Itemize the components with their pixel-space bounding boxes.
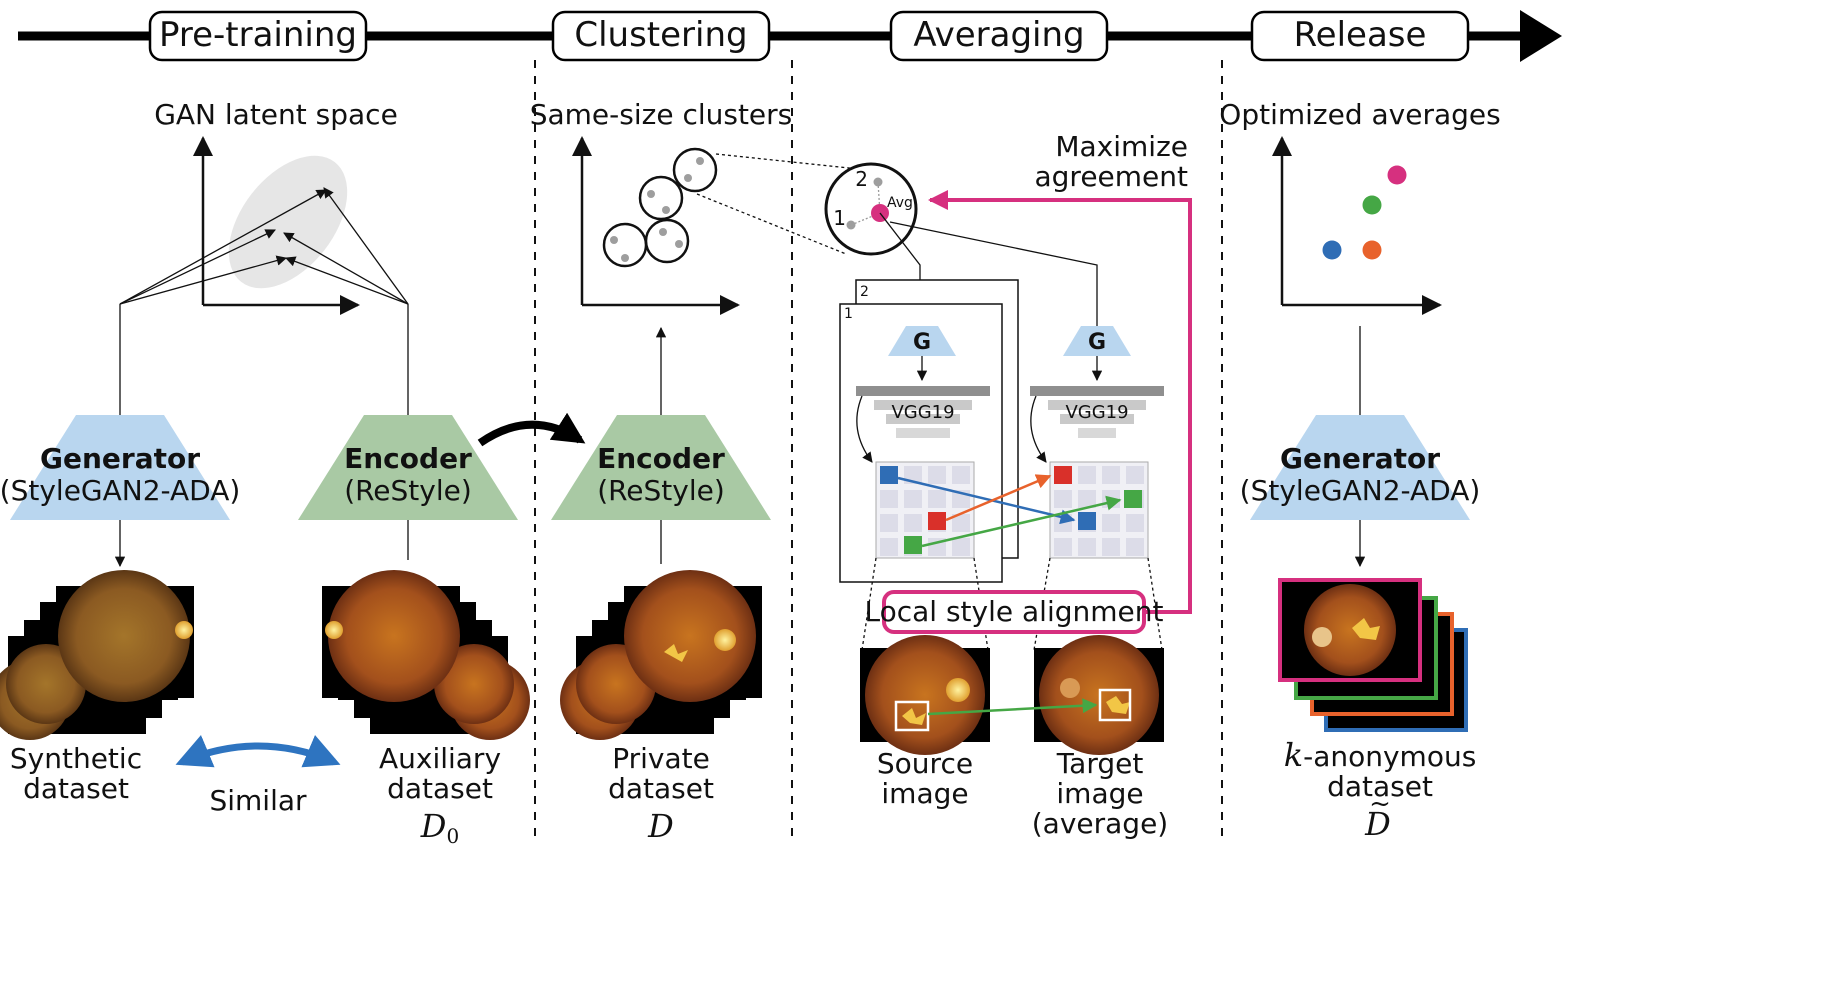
- auxiliary-symbol: D0: [420, 807, 459, 848]
- private-label-line2: dataset: [608, 772, 714, 805]
- stage-label: Averaging: [913, 15, 1084, 55]
- synthetic-label-line1: Synthetic: [10, 742, 142, 775]
- average-point-orange: [1362, 240, 1382, 260]
- stage-label: Release: [1294, 15, 1427, 55]
- stage-label: Pre-training: [159, 15, 357, 55]
- encoder-sublabel: (ReStyle): [597, 474, 725, 507]
- patch-match-arrow: [927, 698, 1098, 716]
- maximize-label-line1: Maximize: [1055, 130, 1188, 163]
- generator-label: Generator: [1280, 442, 1440, 475]
- g-label: G: [1088, 330, 1106, 355]
- panel-label: 2: [860, 284, 869, 300]
- encoder-label: Encoder: [597, 442, 725, 475]
- private-label-line1: Private: [612, 742, 710, 775]
- source-feature-grid: [875, 461, 975, 559]
- target-vgg: VGG19: [1030, 386, 1164, 438]
- auxiliary-label-line2: dataset: [387, 772, 493, 805]
- similar-arrow: [175, 735, 341, 768]
- target-image: [1034, 635, 1164, 755]
- stage-averaging: Averaging: [889, 10, 1109, 62]
- pretraining-section: GAN latent space Generator (StyleGAN2-AD…: [0, 98, 586, 848]
- target-generator: G: [1063, 326, 1131, 356]
- zoom-line: [696, 193, 847, 255]
- vgg-label: VGG19: [891, 402, 954, 423]
- stage-label: Clustering: [574, 15, 747, 55]
- style-match-arrow: [945, 474, 1052, 522]
- private-symbol: D: [647, 807, 674, 845]
- private-encoder-block: Encoder (ReStyle): [551, 415, 771, 520]
- avg-label: Avg: [887, 195, 913, 211]
- point-label: 2: [855, 167, 868, 191]
- encoder-sublabel: (ReStyle): [344, 474, 472, 507]
- feedback-arrow: [928, 190, 1192, 614]
- target-label-line3: (average): [1032, 807, 1168, 840]
- auxiliary-image-stack: [322, 570, 530, 740]
- release-generator-block: Generator (StyleGAN2-ADA): [1240, 415, 1481, 520]
- release-section: Optimized averages Generator (StyleGAN2-…: [1219, 98, 1500, 843]
- encoder-transfer-arrow: [477, 412, 586, 447]
- source-generator: G: [888, 326, 956, 356]
- private-image-stack: [560, 570, 762, 740]
- release-symbol: D: [1364, 805, 1391, 843]
- average-point-green: [1362, 195, 1382, 215]
- maximize-label-line2: agreement: [1034, 160, 1188, 193]
- encoder-block: Encoder (ReStyle): [298, 415, 518, 520]
- target-label-line1: Target: [1056, 747, 1144, 780]
- cluster-point-2: [873, 177, 883, 187]
- target-label-line2: image: [1056, 777, 1143, 810]
- synthetic-image-stack: [0, 570, 194, 740]
- cluster-points: [610, 157, 704, 262]
- target-feature-grid: [1049, 461, 1149, 559]
- cluster-point-1: [846, 220, 856, 230]
- optimized-averages-title: Optimized averages: [1219, 98, 1500, 131]
- style-match-arrow: [897, 476, 1076, 525]
- generator-label: Generator: [40, 442, 200, 475]
- average-point-blue: [1322, 240, 1342, 260]
- zoom-line: [715, 153, 869, 171]
- stage-clustering: Clustering: [551, 10, 771, 62]
- source-label-line2: image: [881, 777, 968, 810]
- cluster-circles: [602, 147, 718, 268]
- generator-block: Generator (StyleGAN2-ADA): [0, 415, 240, 520]
- stage-pretraining: Pre-training: [148, 10, 368, 62]
- average-point-magenta: [1387, 165, 1407, 185]
- vgg-label: VGG19: [1065, 402, 1128, 423]
- k-anonymous-label-line2: dataset: [1327, 770, 1433, 803]
- k-anonymous-stack: [1278, 578, 1468, 732]
- timeline: Pre-training Clustering Averaging Releas…: [18, 10, 1562, 62]
- point-label: 1: [833, 206, 846, 230]
- style-match-arrow: [921, 495, 1122, 548]
- generator-sublabel: (StyleGAN2-ADA): [1240, 474, 1481, 507]
- local-style-alignment: Local style alignment: [865, 590, 1164, 634]
- source-vgg: VGG19: [856, 386, 990, 438]
- latent-distribution: [228, 155, 348, 289]
- encoder-label: Encoder: [344, 442, 472, 475]
- auxiliary-label-line1: Auxiliary: [379, 742, 501, 775]
- panel-label: 1: [844, 306, 853, 322]
- source-image: [860, 635, 990, 755]
- stage-release: Release: [1250, 10, 1470, 62]
- latent-space-title: GAN latent space: [154, 98, 398, 131]
- averaging-section: 2 1 Avg Maximize agreement 2 1 G VGG19: [696, 130, 1192, 840]
- g-label: G: [913, 330, 931, 355]
- release-symbol-accent: ~: [1369, 789, 1391, 819]
- generator-sublabel: (StyleGAN2-ADA): [0, 474, 240, 507]
- local-style-label: Local style alignment: [865, 595, 1164, 628]
- avg-to-target-g: [889, 221, 1098, 330]
- synthetic-label-line2: dataset: [23, 772, 129, 805]
- clusters-title: Same-size clusters: [530, 98, 793, 131]
- k-anonymous-label-line1: k-anonymous: [1284, 736, 1477, 774]
- clustering-section: Same-size clusters Encoder (ReStyle): [530, 98, 793, 845]
- source-label-line1: Source: [877, 747, 973, 780]
- similar-label: Similar: [209, 784, 307, 817]
- timeline-arrowhead: [1520, 10, 1562, 62]
